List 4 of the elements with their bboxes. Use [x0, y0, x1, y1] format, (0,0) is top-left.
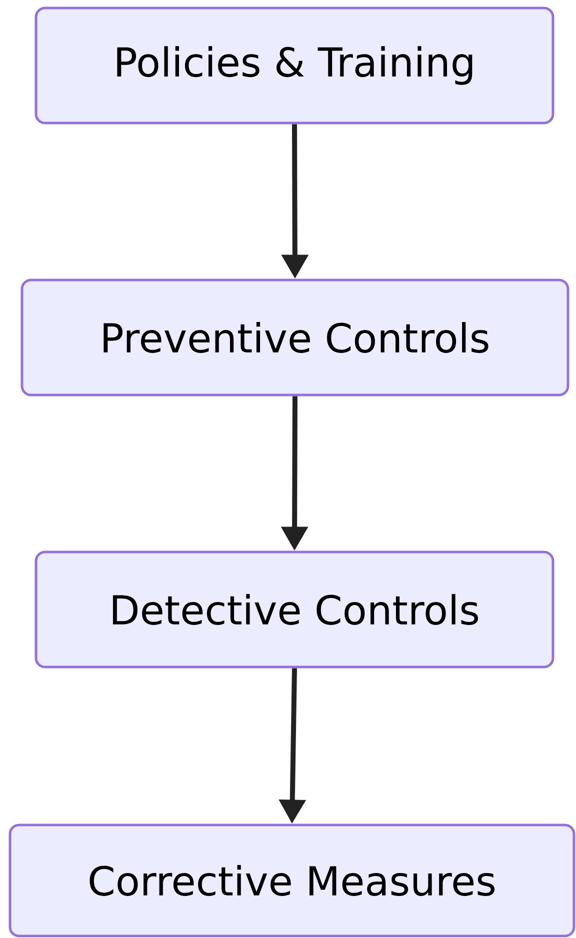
- process-box: Corrective Measures: [8, 824, 576, 938]
- process-box: Preventive Controls: [20, 278, 570, 396]
- process-box: Detective Controls: [34, 550, 554, 668]
- process-box: Policies & Training: [34, 6, 554, 124]
